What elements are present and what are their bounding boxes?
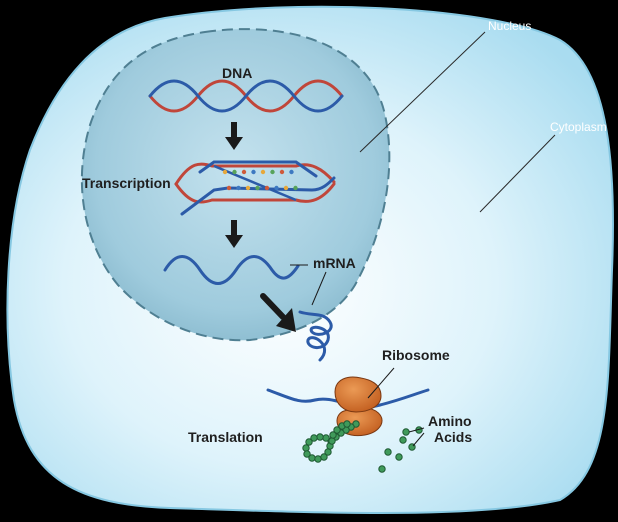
free-amino-acids	[378, 426, 423, 473]
label-ribosome: Ribosome	[382, 347, 450, 363]
dna-strand-blue	[148, 79, 344, 113]
nucleotide	[255, 185, 260, 191]
nucleus-callout-line	[359, 31, 486, 153]
arrow-mrna-export	[260, 293, 296, 332]
amino-acid-bead	[302, 444, 310, 452]
amino-acid-bead	[308, 454, 316, 462]
nucleotide	[236, 185, 241, 191]
mrna-exiting-strand	[298, 310, 333, 362]
amino-acid-bead	[328, 437, 336, 445]
mrna-strand	[163, 255, 300, 285]
amino-callout-line-1	[408, 427, 425, 433]
nucleotide	[283, 185, 289, 191]
nucleus	[80, 28, 391, 342]
amino-acid-bead	[305, 438, 313, 446]
mrna-pointer-line	[311, 271, 327, 306]
amino-acid-bead	[316, 433, 324, 441]
nucleotide	[222, 169, 228, 175]
nucleotide	[260, 169, 266, 175]
amino-acid-bead	[314, 455, 322, 463]
cytoplasm-callout-line	[479, 134, 556, 213]
label-transcription: Transcription	[82, 175, 171, 191]
nucleotide	[289, 169, 294, 175]
transcription-bubble	[174, 160, 336, 216]
nucleotide	[270, 169, 275, 175]
label-dna: DNA	[222, 65, 252, 81]
nucleotide	[241, 169, 247, 175]
amino-acid-bead	[399, 436, 407, 444]
label-amino: Amino	[428, 413, 472, 429]
amino-acid-bead	[378, 465, 386, 473]
amino-acid-bead	[303, 450, 311, 458]
label-translation: Translation	[188, 429, 263, 445]
amino-acid-bead	[310, 434, 318, 442]
nucleotide	[226, 185, 232, 191]
amino-acid-bead	[333, 426, 341, 434]
nucleotide	[274, 185, 279, 191]
nucleotide	[279, 169, 285, 175]
nucleotide	[232, 169, 237, 175]
label-mrna: mRNA	[313, 255, 356, 271]
label-acids: Acids	[434, 429, 472, 445]
ribosome-callout-line	[367, 367, 395, 399]
amino-acid-bead	[384, 448, 392, 456]
nucleotide	[293, 185, 298, 191]
arrow-transcription-to-mrna	[225, 220, 243, 248]
amino-acid-bead	[329, 431, 337, 439]
amino-acid-chain	[302, 420, 360, 463]
amino-acid-bead	[322, 434, 330, 442]
label-nucleus: Nucleus	[488, 19, 531, 33]
nucleotide	[245, 185, 251, 191]
arrow-dna-to-transcription	[225, 122, 243, 150]
amino-acid-bead	[324, 448, 332, 456]
amino-callout-line-2	[412, 432, 425, 447]
amino-acid-bead	[343, 420, 351, 428]
amino-acid-bead	[395, 453, 403, 461]
nucleotide	[264, 185, 270, 191]
amino-acid-bead	[320, 453, 328, 461]
nucleotide	[251, 169, 256, 175]
amino-acid-bead	[402, 428, 410, 436]
label-cytoplasm: Cytoplasm	[550, 120, 607, 134]
